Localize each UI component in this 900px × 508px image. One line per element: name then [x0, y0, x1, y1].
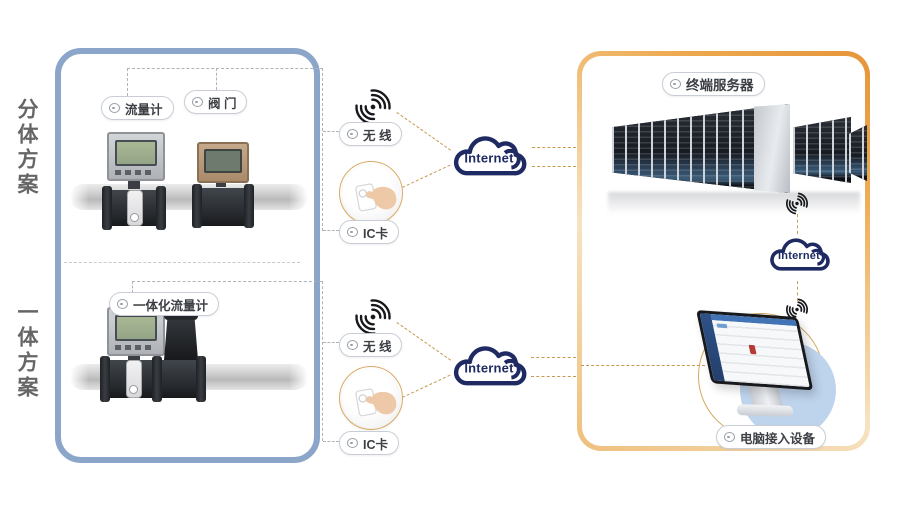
pill-flow-meter: 流量计 [101, 96, 174, 120]
dashboard-red-marker [748, 344, 757, 354]
valve-neck [216, 179, 226, 187]
internet-label-bottom: Internet [464, 360, 514, 376]
pill-computer-access-label: 电脑接入设备 [740, 431, 816, 446]
connector-integrated-stub [132, 281, 133, 293]
connector-cloud1-right-a [532, 147, 576, 148]
connector-wireless-top-stub [323, 131, 339, 132]
connector-ic-bottom-stub [323, 441, 339, 442]
connector-bottom-bracket [322, 281, 323, 441]
split-scheme-label: 分体方案 [15, 98, 38, 198]
connector-server-cloud [797, 214, 798, 234]
ic-card-reader-top [339, 161, 403, 225]
pill-marker-icon [724, 432, 735, 442]
flow-meter-flange-right [156, 186, 166, 230]
pill-wireless-top-label: 无 线 [363, 128, 392, 143]
server-rack-row-back [793, 117, 851, 183]
ic-card-reader-bottom [339, 366, 403, 430]
integrated-flange-right [196, 356, 206, 402]
flow-meter-flange-left [102, 186, 112, 230]
connector-cloud2-right-b [531, 376, 576, 377]
pill-integrated-flow-meter: 一体化流量计 [109, 292, 220, 316]
monitor-stand-base [736, 404, 794, 417]
pill-computer-access: 电脑接入设备 [716, 425, 827, 449]
cloud-icon [453, 136, 527, 176]
pill-valve-label: 阀 门 [208, 96, 237, 111]
integrated-gauge [126, 360, 142, 398]
integrated-scheme-label: 一体方案 [15, 301, 38, 401]
pill-marker-icon [347, 340, 358, 350]
server-floor-reflection [608, 192, 860, 214]
pill-marker-icon [347, 129, 358, 139]
valve-head [197, 142, 249, 183]
dashboard-content [711, 320, 810, 388]
hand-card-icon [355, 388, 397, 417]
integrated-meter-keys [115, 345, 153, 350]
internet-label-top: Internet [464, 150, 514, 166]
connector-cloud2-right-a [531, 357, 576, 358]
integrated-flange-mid [152, 356, 162, 402]
pill-wireless-top: 无 线 [339, 122, 403, 146]
integrated-actuator [164, 318, 198, 360]
internet-cloud-bottom: Internet [448, 336, 530, 392]
integrated-meter-lcd [115, 315, 157, 341]
pill-terminal-server-label: 终端服务器 [686, 78, 754, 93]
connector-flow-meter-stub [127, 68, 128, 96]
pill-marker-icon [109, 103, 120, 113]
valve-lcd [204, 149, 242, 173]
pill-ic-card-bottom-label: IC卡 [363, 437, 389, 452]
integrated-meter-neck [128, 352, 140, 360]
pill-ic-card-top-label: IC卡 [363, 226, 389, 241]
hand-card-icon [355, 183, 397, 212]
pill-integrated-flow-meter-label: 一体化流量计 [133, 298, 209, 313]
dashboard-main [710, 314, 810, 388]
server-rack-row-far [849, 125, 867, 181]
integrated-body-valve [160, 360, 198, 398]
wireless-signal-icon [786, 192, 808, 215]
connector-valve-stub [216, 68, 217, 90]
connector-top-horizontal [127, 68, 323, 69]
pill-marker-icon [347, 438, 358, 448]
cloud-icon [453, 346, 527, 386]
pill-terminal-server: 终端服务器 [662, 72, 765, 96]
wireless-signal-icon [355, 89, 391, 125]
pill-ic-card-bottom: IC卡 [339, 431, 400, 455]
connector-cloud-computer [797, 281, 798, 301]
pill-marker-icon [670, 79, 681, 89]
connector-ic-top-stub [323, 230, 339, 231]
server-rack-side-panel [754, 104, 790, 193]
connector-wifi-cloud-bottom [396, 322, 452, 361]
flow-meter-lcd [115, 140, 157, 166]
pill-wireless-bottom: 无 线 [339, 333, 403, 357]
pill-wireless-bottom-label: 无 线 [363, 339, 392, 354]
flow-meter-gauge [127, 190, 143, 226]
internet-cloud-top: Internet [448, 126, 530, 182]
internet-label-right: Internet [778, 250, 820, 263]
connector-top-bracket [322, 68, 323, 231]
valve-flange-left [192, 184, 202, 228]
valve-body [200, 188, 246, 226]
monitor [696, 310, 814, 391]
pill-valve: 阀 门 [184, 90, 248, 114]
pill-marker-icon [117, 299, 128, 309]
dashboard-chip [716, 323, 728, 329]
monitor-screen [699, 313, 810, 388]
connector-ic-cloud-bottom [402, 374, 451, 398]
connector-bottom-horizontal [132, 281, 322, 282]
internet-cloud-right: Internet [766, 230, 832, 276]
pill-marker-icon [192, 97, 203, 107]
pill-ic-card-top: IC卡 [339, 220, 400, 244]
pill-marker-icon [347, 227, 358, 237]
connector-ic-cloud-top [402, 164, 451, 188]
integrated-flange-left [100, 356, 110, 402]
connector-wireless-bottom-stub [323, 342, 339, 343]
connector-wifi-cloud-top [396, 112, 452, 151]
connector-cloud1-right-b [532, 166, 576, 167]
valve-flange-right [244, 184, 254, 228]
cloud-icon [770, 238, 830, 271]
panel-section-divider [64, 262, 300, 263]
flow-meter-keys [115, 170, 153, 175]
pill-flow-meter-label: 流量计 [125, 102, 163, 117]
flow-meter-head [107, 132, 165, 181]
connector-monitor-horizontal [581, 365, 705, 366]
